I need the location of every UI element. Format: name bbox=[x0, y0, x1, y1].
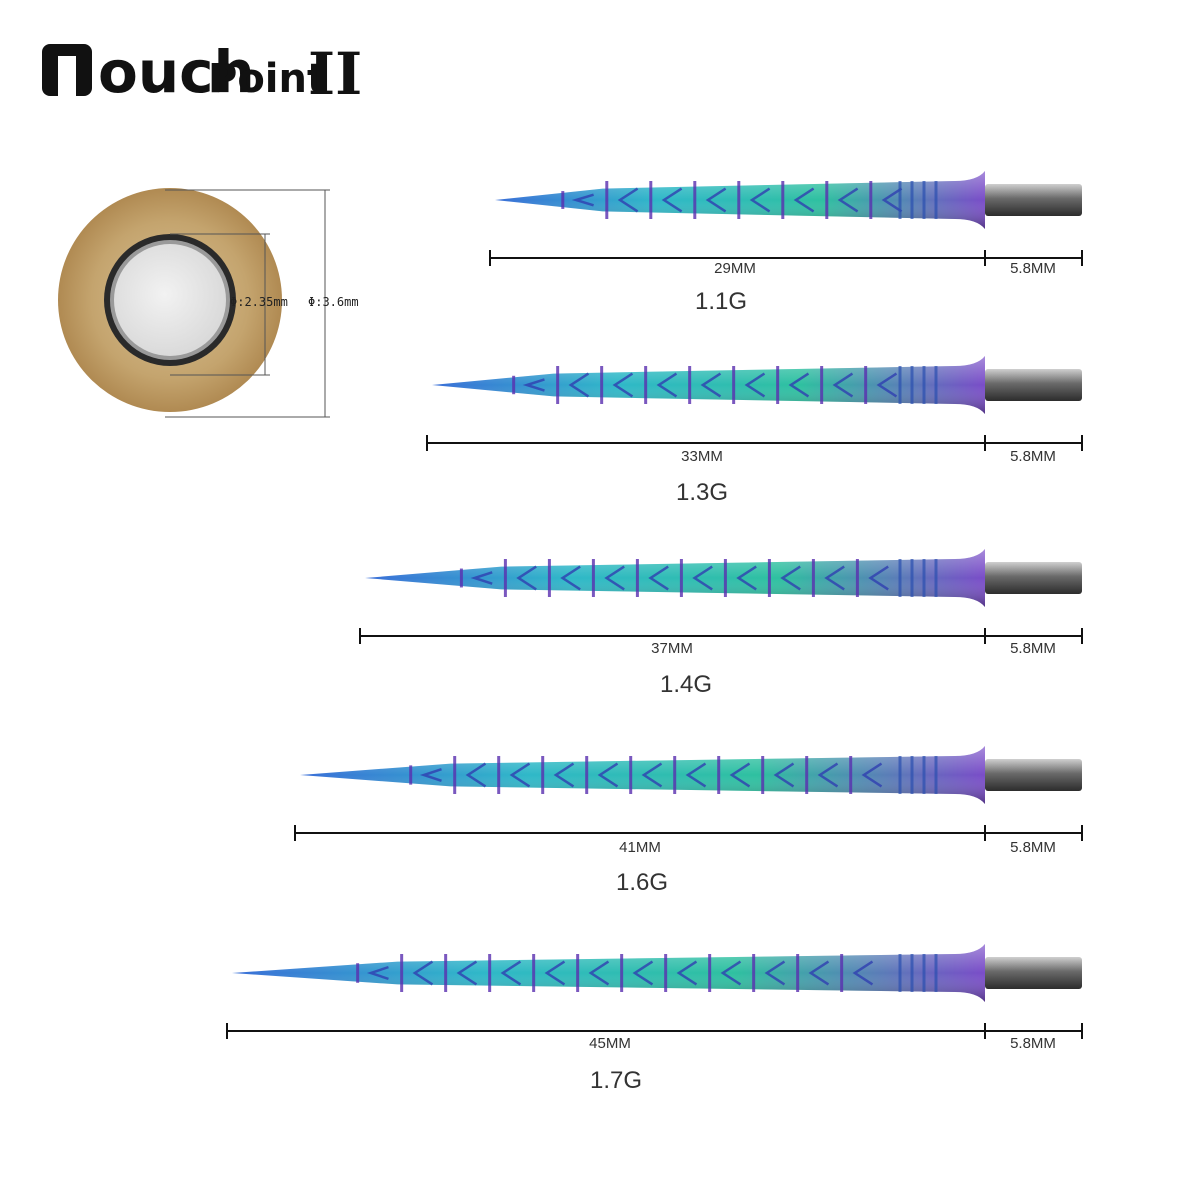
outer-diameter-label: Φ:3.6mm bbox=[308, 295, 359, 309]
length-label: 37MM bbox=[651, 640, 693, 657]
point-row-29mm: 29MM 5.8MM 1.1G bbox=[0, 170, 1200, 320]
shank bbox=[985, 759, 1082, 791]
point-graphic bbox=[359, 549, 1083, 644]
shank-length-label: 5.8MM bbox=[1010, 260, 1056, 277]
shank bbox=[985, 369, 1082, 401]
point-row-41mm: 41MM 5.8MM 1.6G bbox=[0, 745, 1200, 896]
length-label: 45MM bbox=[589, 1035, 631, 1052]
weight-label: 1.7G bbox=[590, 1067, 643, 1094]
point-graphic bbox=[426, 356, 1083, 451]
logo-word-main: ouch bbox=[98, 38, 255, 106]
dimension-line bbox=[226, 1023, 1083, 1039]
shank bbox=[985, 957, 1082, 989]
shank bbox=[985, 184, 1082, 216]
shank-length-label: 5.8MM bbox=[1010, 1035, 1056, 1052]
dart-point bbox=[495, 171, 1082, 229]
logo-numeral: II bbox=[308, 40, 362, 108]
cross-section-diagram: Φ:2.35mm Φ:3.6mm bbox=[58, 188, 359, 418]
dart-point bbox=[232, 944, 1082, 1002]
dimension-line bbox=[426, 435, 1083, 451]
weight-label: 1.1G bbox=[695, 288, 748, 315]
length-label: 33MM bbox=[681, 448, 723, 465]
dimension-line bbox=[294, 825, 1083, 841]
brand-logo: ouch Point II bbox=[42, 38, 362, 108]
point-row-33mm: 33MM 5.8MM 1.3G bbox=[0, 355, 1200, 506]
shank-length-label: 5.8MM bbox=[1010, 839, 1056, 856]
dimension-line bbox=[489, 250, 1083, 266]
point-graphic bbox=[294, 746, 1083, 841]
inner-diameter-label: Φ:2.35mm bbox=[230, 295, 288, 309]
point-row-37mm: 37MM 5.8MM 1.4G bbox=[0, 548, 1200, 698]
shank-length-label: 5.8MM bbox=[1010, 448, 1056, 465]
dart-point bbox=[432, 356, 1082, 414]
point-row-45mm: 45MM 5.8MM 1.7G bbox=[0, 943, 1200, 1094]
dimension-line bbox=[359, 628, 1083, 644]
shank-length-label: 5.8MM bbox=[1010, 640, 1056, 657]
logo-wordmark: ouch Point II bbox=[42, 38, 362, 108]
dart-point bbox=[365, 549, 1082, 607]
length-label: 29MM bbox=[714, 260, 756, 277]
weight-label: 1.4G bbox=[660, 671, 713, 698]
inner-bore bbox=[114, 244, 226, 356]
dimension-lines bbox=[165, 189, 330, 418]
weight-label: 1.3G bbox=[676, 479, 729, 506]
point-graphic bbox=[489, 171, 1083, 266]
logo-word-small: Point bbox=[208, 56, 326, 102]
shank bbox=[985, 562, 1082, 594]
length-label: 41MM bbox=[619, 839, 661, 856]
weight-label: 1.6G bbox=[616, 869, 669, 896]
point-graphic bbox=[226, 944, 1083, 1039]
dart-point bbox=[300, 746, 1082, 804]
